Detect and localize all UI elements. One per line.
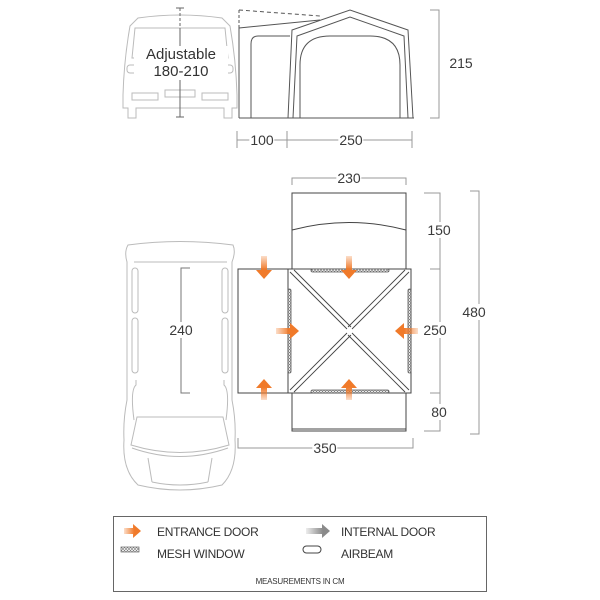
entrance-door-icon [256, 256, 272, 279]
annex-width-label: 100 [249, 132, 275, 148]
main-depth-label: 250 [422, 322, 448, 338]
entrance-door-icon [395, 323, 418, 339]
vehicle-length-label: 240 [168, 322, 194, 338]
entrance-door-icon [276, 323, 299, 339]
side-height-label: 215 [448, 55, 474, 71]
entrance-door-legend-icon [124, 524, 141, 538]
legend-mesh-window: MESH WINDOW [157, 547, 245, 561]
legend-internal-door: INTERNAL DOOR [341, 525, 436, 539]
entrance-door-arrows [256, 256, 418, 400]
entrance-door-icon [341, 379, 357, 400]
total-depth-label: 480 [461, 304, 487, 320]
legend-icons [120, 524, 330, 554]
airbeam-x [289, 269, 410, 393]
measurements-note: MEASUREMENTS IN CM [255, 577, 345, 586]
van-adjustable-label: Adjustable 180-210 [134, 46, 228, 80]
adjustable-text: Adjustable [145, 46, 217, 63]
entrance-door-icon [256, 379, 272, 400]
front-width-label: 230 [336, 170, 362, 186]
total-width-label: 350 [312, 440, 338, 456]
legend-box: ENTRANCE DOOR INTERNAL DOOR MESH WINDOW … [113, 516, 487, 592]
main-section [287, 268, 412, 394]
entrance-door-icon [341, 256, 357, 279]
main-width-label: 250 [338, 132, 364, 148]
internal-door-legend-icon [306, 524, 330, 538]
airbeam-legend-icon [302, 545, 322, 554]
adjustable-range: 180-210 [153, 63, 209, 80]
legend-airbeam: AIRBEAM [341, 547, 393, 561]
front-depth-label: 150 [426, 222, 452, 238]
side-dimension-lines [236, 9, 440, 148]
mesh-windows [287, 268, 412, 394]
vehicle-top-view [123, 241, 236, 491]
awning-side-view [238, 9, 414, 119]
legend-entrance-door: ENTRANCE DOOR [157, 525, 259, 539]
mesh-window-legend-icon [120, 546, 140, 553]
rear-depth-label: 80 [430, 404, 448, 420]
